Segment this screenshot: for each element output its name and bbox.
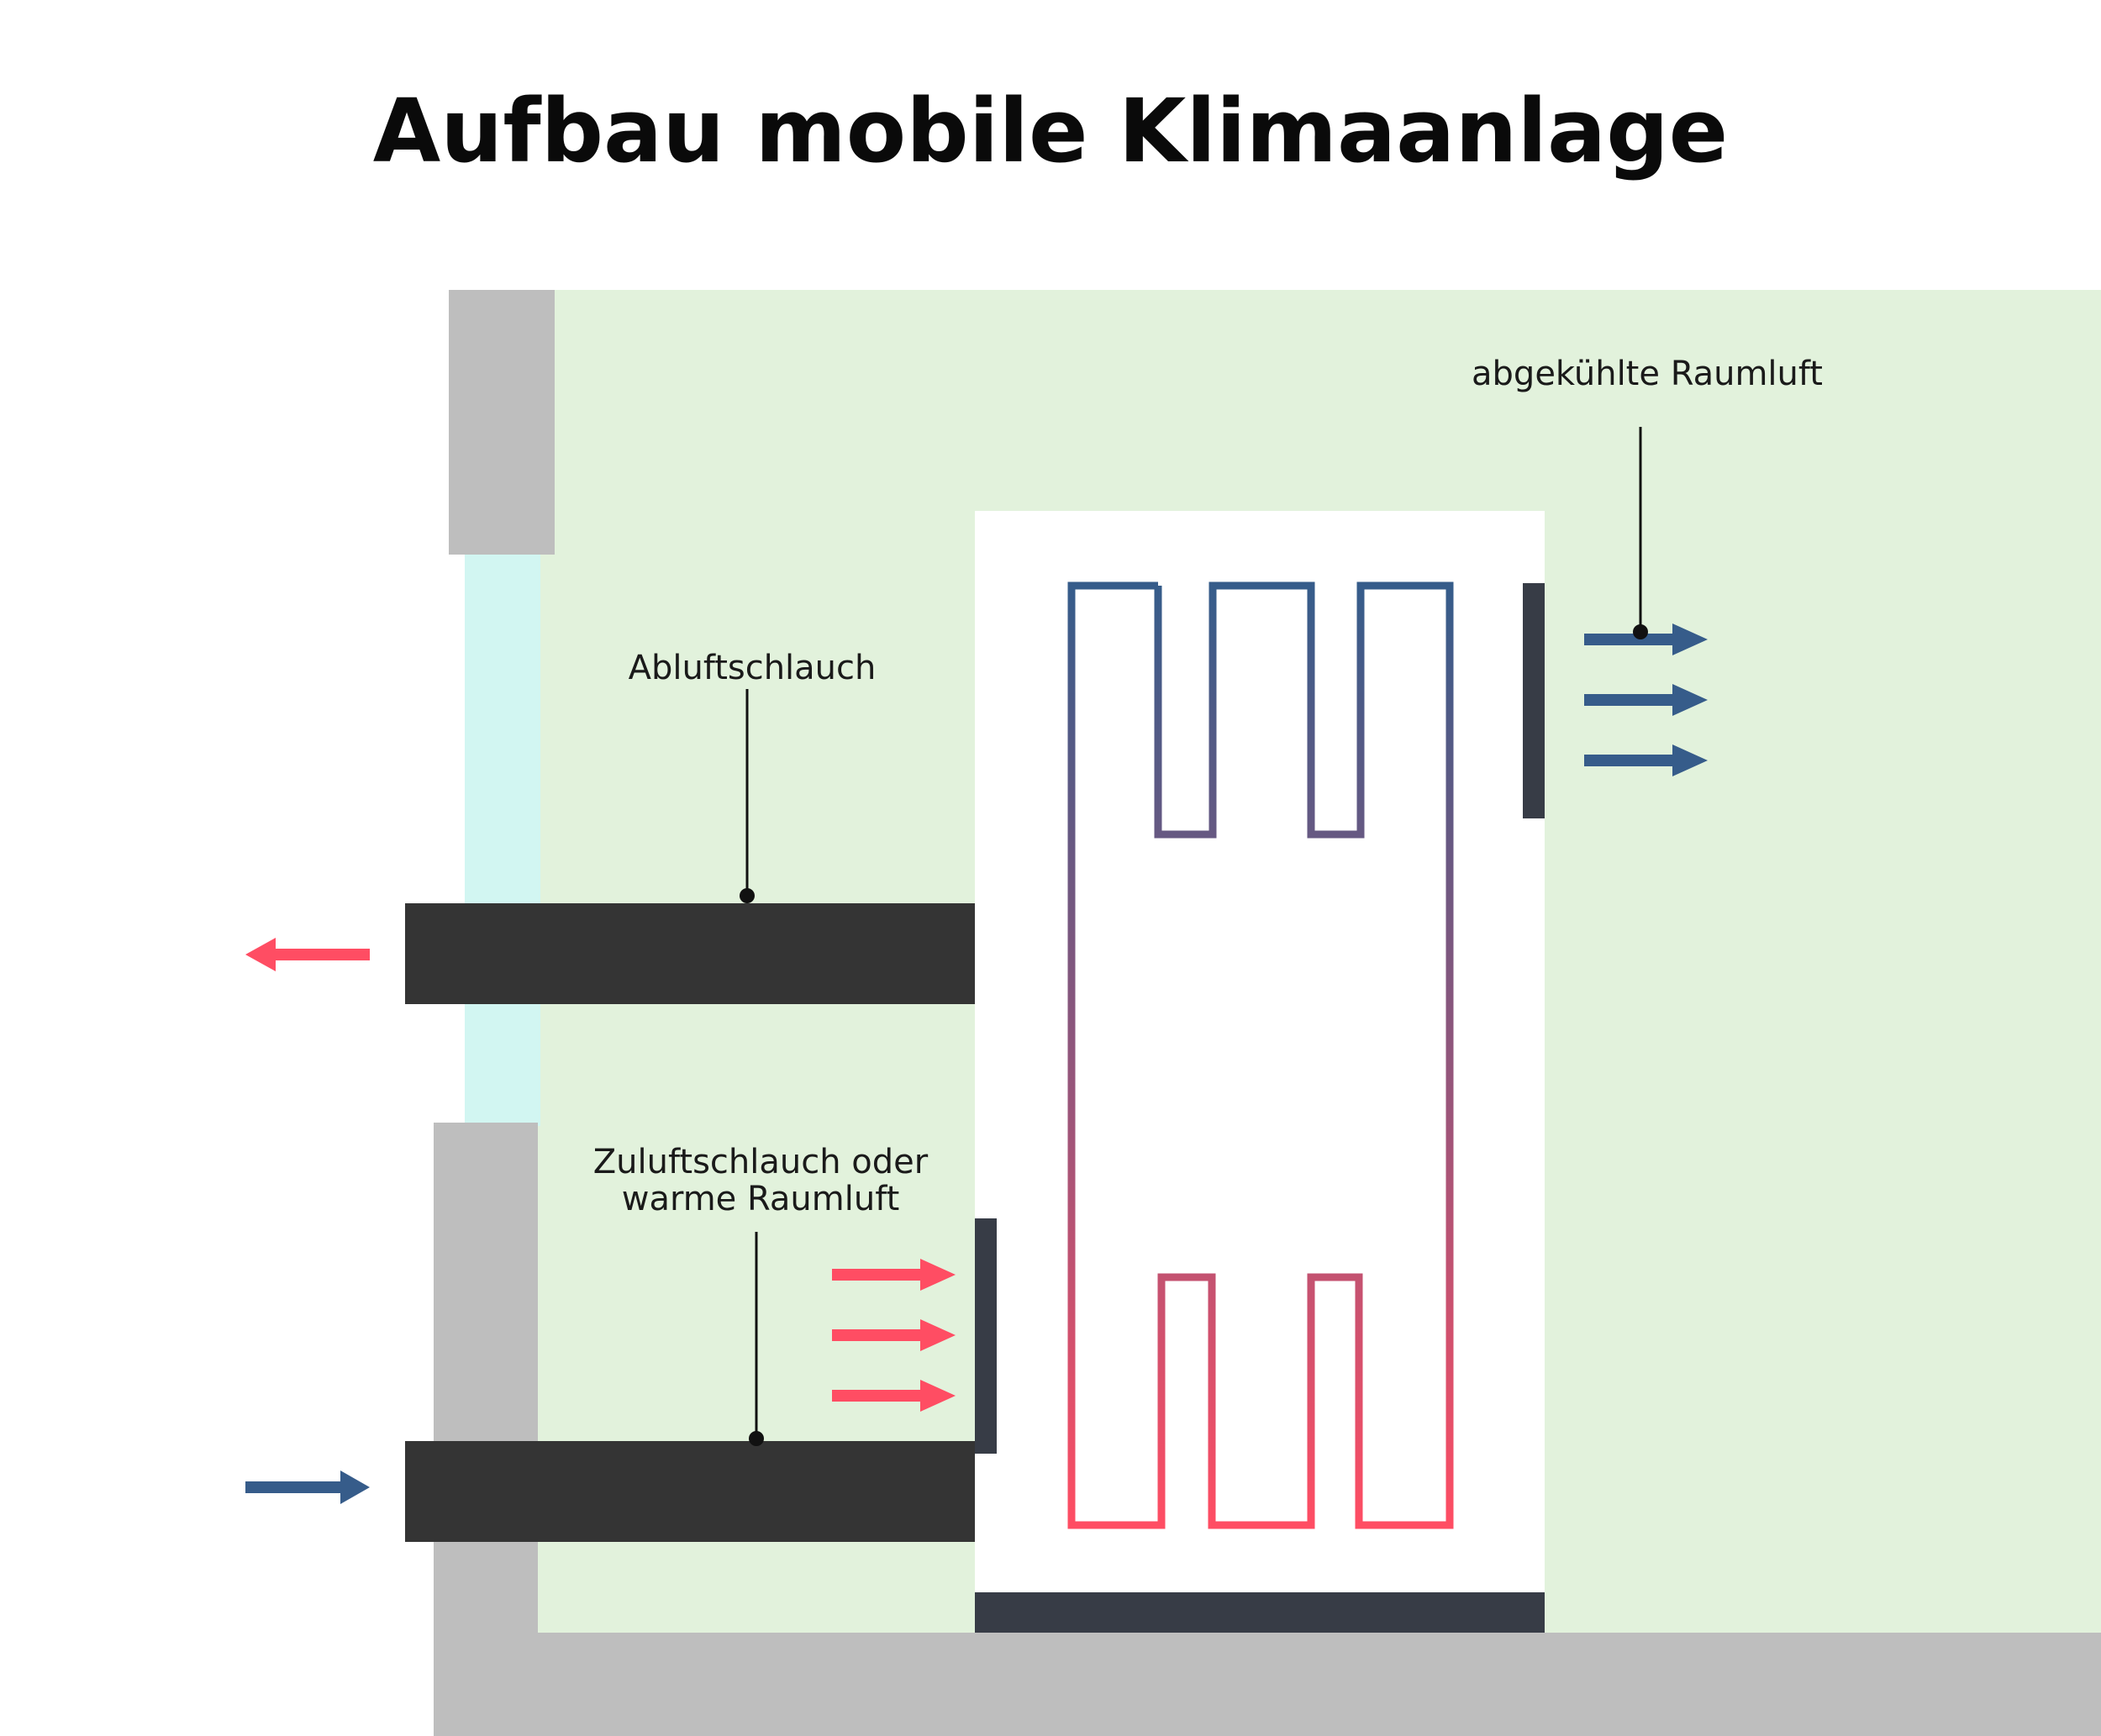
warm-air-intake-grille (975, 1218, 997, 1454)
wall-upper (449, 290, 555, 555)
page-title: Aufbau mobile Klimaanlage (372, 80, 1729, 182)
cold-air-arrows (1584, 623, 1708, 776)
label-exhaust-hose: Abluftschlauch (628, 649, 877, 687)
floor (434, 1633, 2101, 1736)
ac-unit-base (975, 1592, 1545, 1633)
intake-hose (405, 1441, 975, 1542)
label-intake-line2: warme Raumluft (621, 1180, 900, 1218)
warm-air-arrows (832, 1259, 956, 1412)
window-glass (465, 555, 540, 1126)
cold-air-outlet-grille (1523, 583, 1545, 818)
leader-lines (740, 427, 1648, 1446)
label-intake-line1: Zuluftschlauch oder (592, 1143, 929, 1181)
intake-in-arrow (245, 1470, 370, 1504)
exhaust-out-arrow (245, 938, 370, 971)
label-cooled-air: abgekühlte Raumluft (1472, 355, 1823, 393)
ac-unit-body (975, 511, 1545, 1633)
refrigerant-coil (1067, 581, 1454, 1529)
exhaust-hose (405, 903, 975, 1004)
